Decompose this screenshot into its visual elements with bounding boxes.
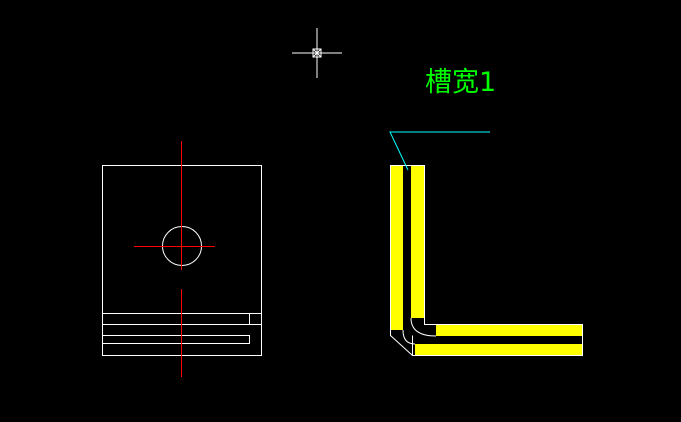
slot-fill-horizontal-lower[interactable]: [415, 344, 582, 355]
corner-arc-inner[interactable]: [410, 317, 437, 337]
slot-fill-vertical-outer[interactable]: [391, 166, 403, 330]
crosshair-cursor-icon: [292, 28, 342, 78]
slot-width-label[interactable]: 槽宽1: [425, 67, 496, 98]
side-view[interactable]: [390, 165, 583, 356]
slot-inner-rect[interactable]: [102, 335, 250, 344]
slot-fill-horizontal-upper[interactable]: [436, 325, 582, 336]
leader-line[interactable]: [389, 131, 490, 171]
slot-fill-vertical-inner[interactable]: [411, 166, 424, 318]
front-view[interactable]: [102, 141, 262, 377]
l-profile-outline[interactable]: [390, 165, 583, 356]
corner-arc-outer[interactable]: [402, 329, 416, 345]
leader-annotation[interactable]: 槽宽1: [389, 67, 496, 171]
